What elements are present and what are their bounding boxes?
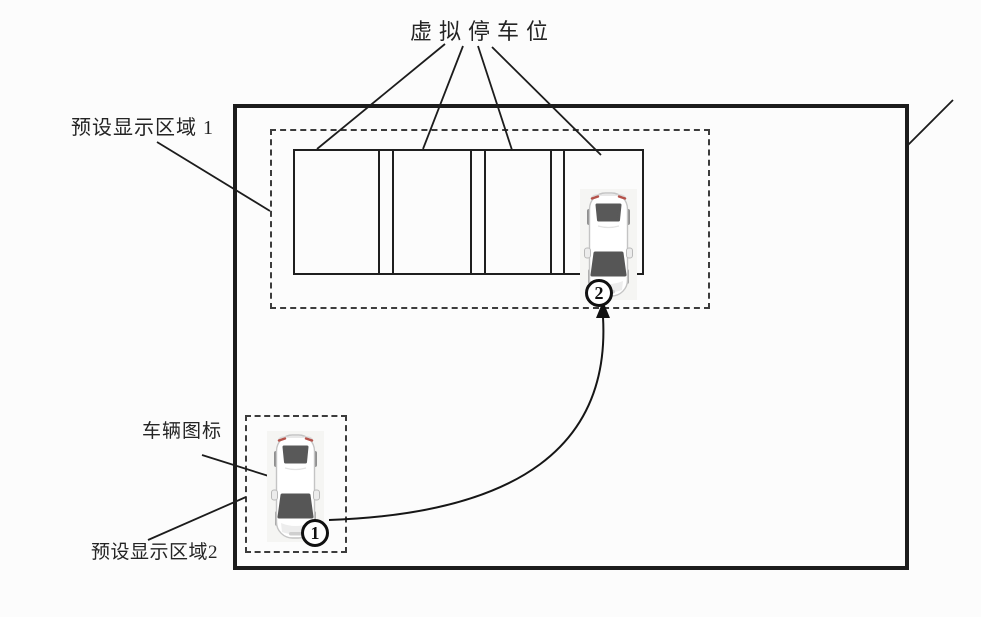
screen-corner-line (907, 99, 954, 146)
label-vehicle-icon: 车辆图标 (142, 421, 223, 442)
slot-divider (378, 151, 380, 273)
slot-divider (392, 151, 394, 273)
slot-divider (563, 151, 565, 273)
label-preset-display-area-1: 预设显示区域 1 (71, 117, 214, 139)
slot-divider (484, 151, 486, 273)
position-marker-2: 2 (585, 279, 613, 307)
slot-divider (550, 151, 552, 273)
car-icon-current (267, 430, 324, 543)
leader-preset-area-2 (147, 496, 247, 541)
label-virtual-parking-slot: 虚拟停车位 (410, 19, 556, 44)
label-preset-display-area-2: 预设显示区域2 (91, 542, 219, 563)
position-marker-1: 1 (301, 519, 329, 547)
slot-divider (470, 151, 472, 273)
virtual-parking-slot-row (293, 149, 644, 275)
